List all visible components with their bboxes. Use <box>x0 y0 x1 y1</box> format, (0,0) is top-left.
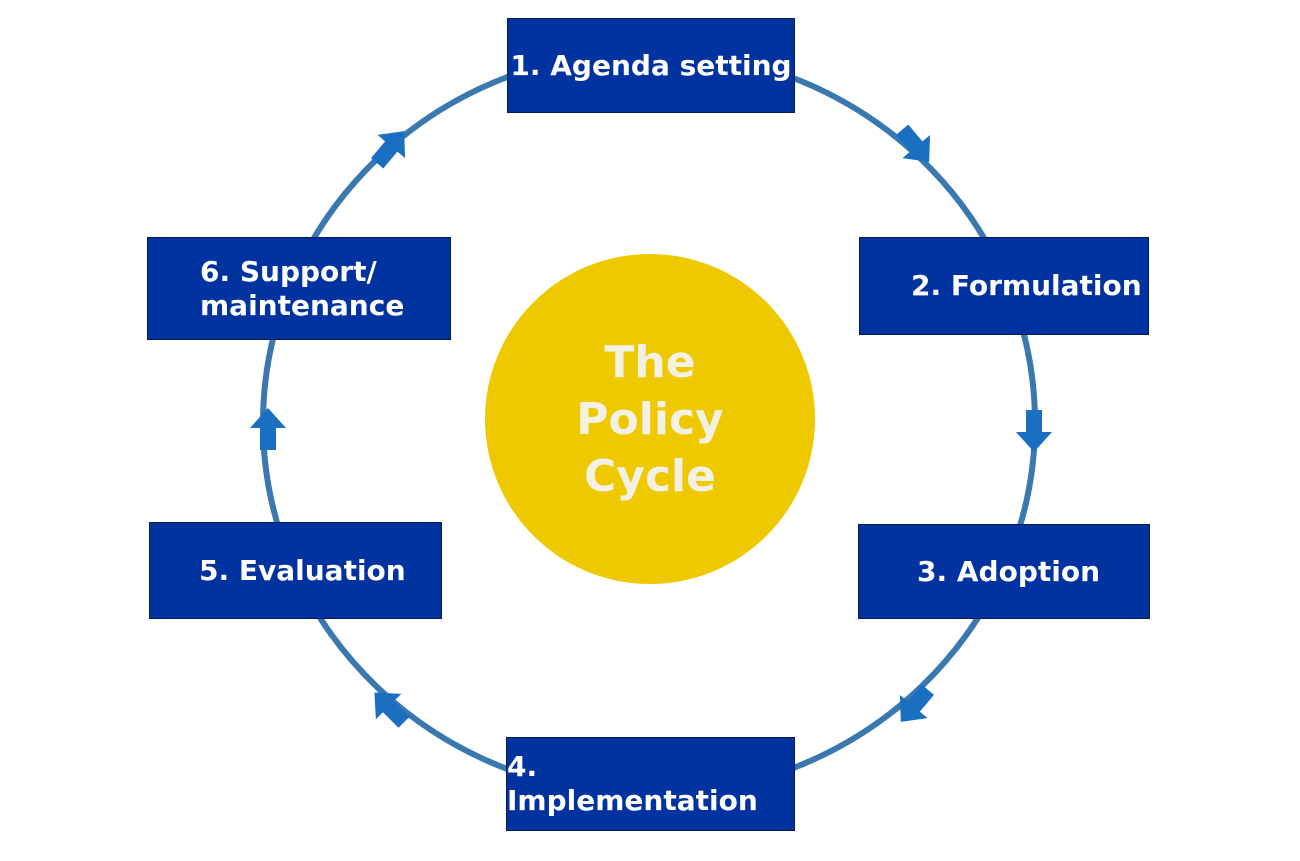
arrow-icon-formulation-to-adoption <box>1016 410 1052 452</box>
stage-implementation: 4. Implementation <box>506 737 795 831</box>
direction-arrows <box>250 124 1052 728</box>
arrow-icon-support-to-agenda <box>371 131 406 169</box>
center-title-circle: The Policy Cycle <box>485 254 815 584</box>
stage-agenda-setting: 1. Agenda setting <box>507 18 795 113</box>
arrow-icon-agenda-to-formulation <box>896 124 931 162</box>
stage-formulation: 2. Formulation <box>859 237 1149 335</box>
arrow-icon-evaluation-to-support <box>250 408 286 450</box>
stage-evaluation: 5. Evaluation <box>149 522 442 619</box>
stage-adoption: 3. Adoption <box>858 524 1150 619</box>
arrow-icon-adoption-to-implementation <box>899 684 934 722</box>
arrow-icon-implementation-to-evaluation <box>374 692 410 728</box>
stage-support-maintenance: 6. Support/ maintenance <box>147 237 451 340</box>
